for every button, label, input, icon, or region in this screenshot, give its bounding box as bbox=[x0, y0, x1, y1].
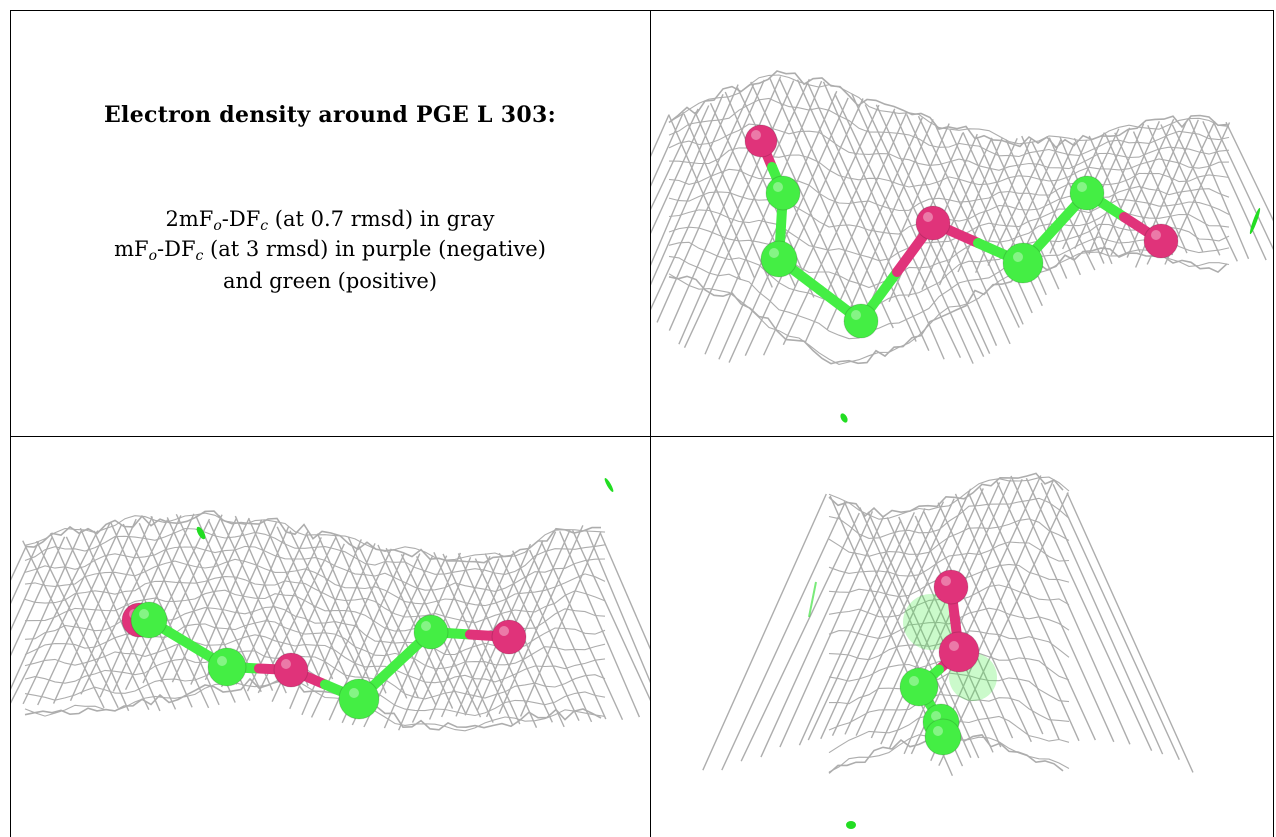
carbon-atom bbox=[1069, 175, 1105, 211]
table-border-middle bbox=[10, 436, 1274, 437]
atom-highlight bbox=[851, 310, 861, 320]
density-view-top-right bbox=[651, 11, 1273, 436]
oxygen-atom bbox=[744, 124, 778, 158]
oxygen-atom bbox=[1143, 223, 1179, 259]
atom-highlight bbox=[499, 626, 509, 636]
caption-line-mfo: mFo-DFc (at 3 rmsd) in purple (negative) bbox=[114, 237, 546, 264]
atom-highlight bbox=[933, 726, 943, 736]
atom-highlight bbox=[909, 676, 919, 686]
carbon-atom bbox=[765, 175, 801, 211]
atom-highlight bbox=[1151, 230, 1161, 240]
carbon-atom bbox=[413, 614, 449, 650]
atom-highlight bbox=[139, 609, 149, 619]
oxygen-atom bbox=[491, 619, 527, 655]
carbon-atom bbox=[760, 240, 798, 278]
positive-density-blob bbox=[840, 413, 848, 423]
oxygen-atom bbox=[915, 205, 951, 241]
caption-line-2mfo: 2mFo-DFc (at 0.7 rmsd) in gray bbox=[165, 207, 495, 234]
carbon-atom bbox=[1002, 242, 1044, 284]
density-render-3 bbox=[702, 472, 1194, 829]
carbon-atom bbox=[843, 303, 879, 339]
positive-density-trace bbox=[808, 581, 817, 618]
carbon-atom bbox=[130, 601, 168, 639]
density-render-1 bbox=[651, 70, 1273, 423]
table-border-right bbox=[1273, 10, 1274, 837]
atom-highlight bbox=[941, 576, 951, 586]
carbon-atom bbox=[924, 718, 962, 756]
carbon-atom bbox=[207, 647, 247, 687]
atom-highlight bbox=[281, 659, 291, 669]
positive-density-blob bbox=[1249, 207, 1261, 235]
atom-highlight bbox=[769, 248, 779, 258]
atom-highlight bbox=[421, 621, 431, 631]
caption-line-green: and green (positive) bbox=[222, 269, 438, 293]
density-render-2 bbox=[11, 478, 650, 732]
carbon-atom bbox=[899, 667, 939, 707]
density-view-bottom-right bbox=[651, 437, 1273, 837]
caption-cell: Electron density around PGE L 303: 2mFo-… bbox=[10, 10, 650, 436]
atom-highlight bbox=[949, 641, 959, 651]
carbon-atom bbox=[338, 678, 380, 720]
oxygen-atom bbox=[933, 569, 969, 605]
caption-title: Electron density around PGE L 303: bbox=[103, 102, 556, 128]
table-border-left bbox=[10, 10, 11, 837]
oxygen-atom bbox=[273, 652, 309, 688]
atom-highlight bbox=[931, 711, 941, 721]
oxygen-atom bbox=[938, 631, 980, 673]
density-view-bottom-left bbox=[11, 437, 650, 837]
atom-highlight bbox=[217, 656, 227, 666]
table-border-top bbox=[10, 10, 1274, 11]
faded-carbon-atom bbox=[903, 594, 959, 650]
positive-density-blob bbox=[604, 478, 614, 493]
positive-density-blob bbox=[196, 526, 206, 540]
figure-table: Electron density around PGE L 303: 2mFo-… bbox=[10, 10, 1274, 837]
density-mesh bbox=[11, 510, 650, 732]
atom-highlight bbox=[923, 212, 933, 222]
atom-highlight bbox=[349, 688, 359, 698]
atom-highlight bbox=[773, 182, 783, 192]
positive-density-blob bbox=[846, 821, 856, 829]
density-mesh bbox=[651, 70, 1273, 365]
table-border-center bbox=[650, 10, 651, 837]
atom-highlight bbox=[1013, 252, 1023, 262]
atom-highlight bbox=[1077, 182, 1087, 192]
atom-highlight bbox=[751, 130, 761, 140]
